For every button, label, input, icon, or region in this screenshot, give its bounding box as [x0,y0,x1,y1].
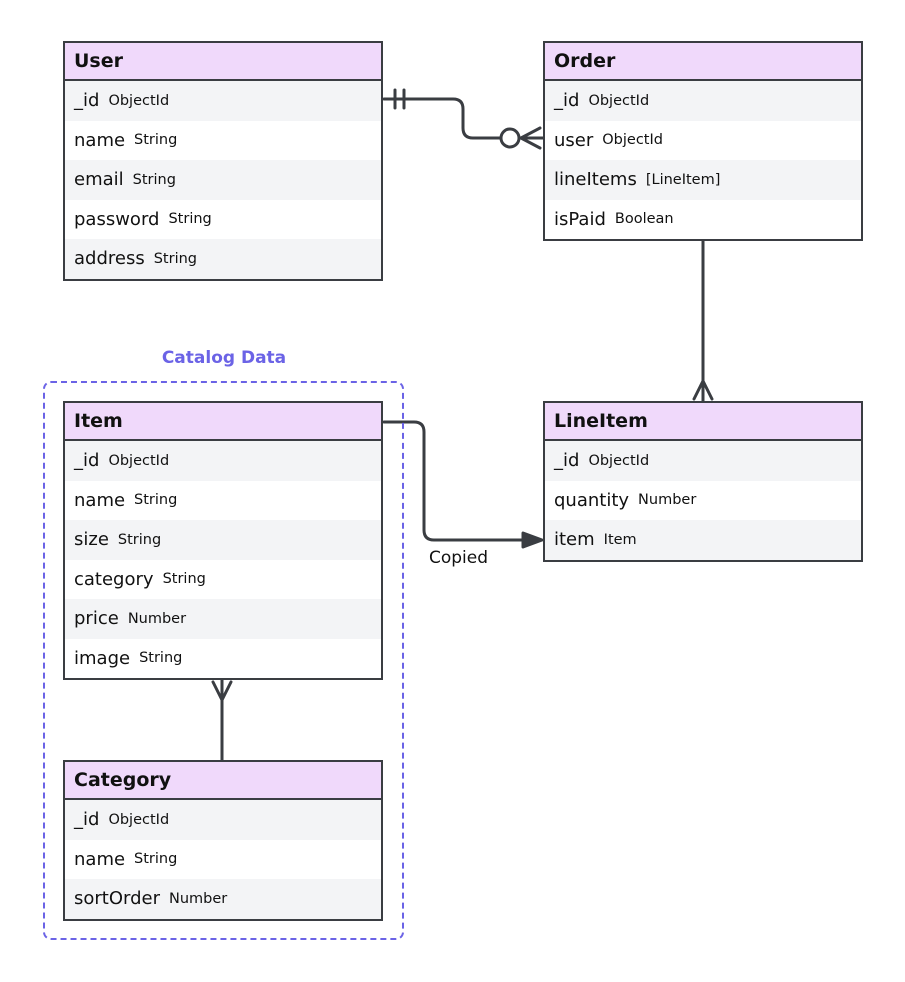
field-name: price [74,608,119,630]
field-name: item [554,529,595,551]
field-type: String [168,211,212,228]
field-name: password [74,208,160,230]
order-many-crowfoot [519,126,542,150]
field-type: ObjectId [588,452,650,469]
field-row: password String [65,199,381,239]
field-row: _id ObjectId [545,81,861,121]
entity-lineitem-title: LineItem [545,403,861,441]
field-type: String [139,650,183,667]
field-row: _id ObjectId [65,441,381,481]
catalog-data-label: Catalog Data [161,348,287,368]
field-type: String [132,171,176,188]
field-row: address String [65,239,381,279]
field-row: _id ObjectId [545,441,861,481]
lineitem-many-crowfoot [692,379,714,401]
field-type: String [162,571,206,588]
field-name: _id [74,90,100,112]
field-row: quantity Number [545,480,861,520]
field-type: String [117,531,162,548]
entity-category[interactable]: Category _id ObjectId name String sortOrde… [63,760,383,921]
field-type: String [134,851,178,868]
field-name: sortOrder [74,888,161,910]
field-type: ObjectId [108,452,170,469]
entity-order-title: Order [545,43,861,81]
field-type: ObjectId [602,132,663,149]
catalog-data-group [43,381,404,940]
field-row: email String [65,160,381,200]
field-name: email [74,169,124,191]
item-many-crowfoot [211,680,233,702]
field-name: name [74,489,126,511]
field-name: lineItems [554,169,637,191]
field-row: user ObjectId [545,120,861,160]
field-type: Number [169,890,228,907]
field-name: _id [74,809,100,831]
field-name: name [74,848,126,870]
field-row: isPaid Boolean [545,199,861,239]
order-zero-circle [499,127,521,149]
field-type: Boolean [614,211,674,228]
field-type: String [153,250,197,267]
field-name: image [74,647,131,669]
field-type: Number [638,492,697,509]
field-row: _id ObjectId [65,800,381,840]
entity-category-title: Category [65,762,381,800]
copied-arrowhead [521,531,544,549]
copied-label: Copied [429,548,489,568]
field-type: ObjectId [108,811,170,828]
field-name: _id [554,90,580,112]
field-name: name [74,129,126,151]
field-row: size String [65,520,381,560]
field-type: ObjectId [588,92,650,109]
field-type: String [134,132,178,149]
field-type: String [134,492,178,509]
field-row: item Item [545,520,861,560]
field-row: category String [65,559,381,599]
field-name: isPaid [554,208,606,230]
field-row: name String [65,839,381,879]
field-row: lineItems [LineItem] [545,160,861,200]
field-name: category [74,568,154,590]
field-type: ObjectId [108,92,170,109]
field-name: user [554,129,594,151]
field-row: name String [65,120,381,160]
field-row: name String [65,480,381,520]
field-row: _id ObjectId [65,81,381,121]
user-order-connector [382,97,545,140]
entity-lineitem[interactable]: LineItem _id ObjectId quantity Number item… [543,401,863,562]
field-name: _id [554,450,580,472]
field-type: Number [127,610,187,627]
item-lineitem-copied-connector [382,420,524,542]
field-type: Item [603,531,637,548]
field-name: quantity [554,489,630,511]
field-name: address [74,248,145,270]
entity-item-title: Item [65,403,381,441]
field-name: _id [74,450,100,472]
field-row: sortOrder Number [65,879,381,919]
field-type: [LineItem] [645,171,721,188]
field-row: price Number [65,599,381,639]
entity-user-title: User [65,43,381,81]
field-row: image String [65,638,381,678]
field-name: size [74,529,109,551]
